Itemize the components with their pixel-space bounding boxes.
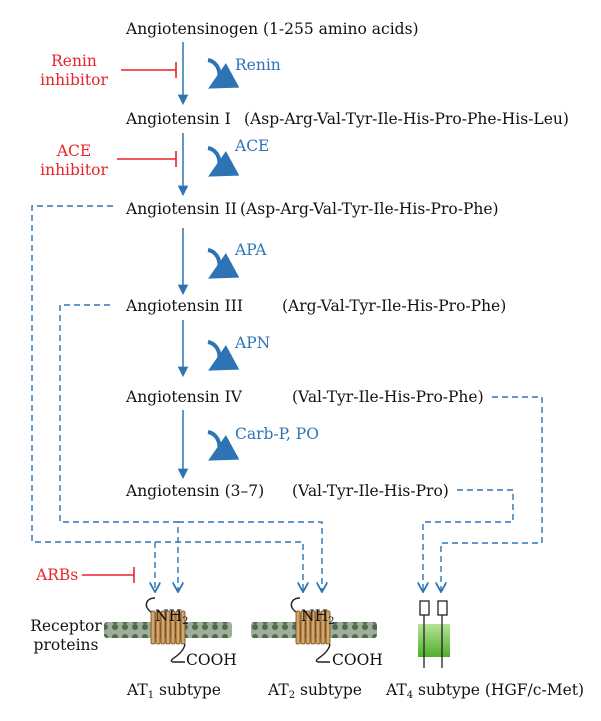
angiotensin-ii-label: Angiotensin II (126, 200, 237, 218)
enzyme-renin-label: Renin (235, 56, 281, 74)
receptor-proteins-line2: proteins (33, 636, 99, 654)
enzyme-ace-label: ACE (235, 137, 270, 155)
ace-inhibitor-bar (117, 151, 177, 167)
at2-receptor-icon (251, 597, 377, 663)
angiotensin-iv-sequence: (Val-Tyr-Ile-His-Pro-Phe) (292, 388, 484, 406)
dashed-ang37-to-at4 (423, 489, 514, 592)
ace-inhibitor-label-line2: inhibitor (40, 161, 108, 179)
angiotensin-3-7-label: Angiotensin (3–7) (126, 482, 265, 500)
curved-arrow-ace-icon (207, 146, 240, 177)
dashed-ang3-to-receptors (59, 304, 322, 592)
arbs-bar (82, 567, 135, 583)
angiotensin-i-sequence: (Asp-Arg-Val-Tyr-Ile-His-Pro-Phe-His-Leu… (244, 110, 569, 128)
receptor-proteins-line1: Receptor (30, 617, 102, 635)
at1-receptor-icon (104, 597, 232, 663)
enzyme-carb-p-po-label: Carb-P, PO (235, 425, 319, 443)
angiotensin-iii-sequence: (Arg-Val-Tyr-Ile-His-Pro-Phe) (282, 297, 507, 315)
enzyme-apa-label: APA (235, 241, 267, 259)
at1-nh2-label: NH2 (155, 607, 189, 627)
angiotensin-i-label: Angiotensin I (126, 110, 231, 128)
curved-arrow-carb-icon (207, 430, 240, 461)
angiotensinogen-label: Angiotensinogen (1-255 amino acids) (126, 20, 419, 38)
angiotensin-3-7-sequence: (Val-Tyr-Ile-His-Pro) (292, 482, 449, 500)
at2-nh2-label: NH2 (301, 607, 335, 627)
curved-arrow-apn-icon (207, 340, 240, 371)
dashed-ang4-to-at4 (441, 396, 543, 592)
curved-arrow-renin-icon (207, 58, 240, 89)
at2-cooh-label: COOH (332, 651, 383, 669)
at1-cooh-label: COOH (186, 651, 237, 669)
at4-subtype-label: AT4 subtype (HGF/c-Met) (386, 681, 585, 701)
enzyme-apn-label: APN (235, 334, 271, 352)
at4-receptor-icon (418, 600, 450, 668)
ace-inhibitor-label-line1: ACE (56, 142, 92, 160)
renin-inhibitor-label-line2: inhibitor (40, 71, 108, 89)
renin-inhibitor-label-line1: Renin (51, 52, 97, 70)
dashed-ang2-to-receptors (31, 205, 303, 592)
angiotensin-iv-label: Angiotensin IV (126, 388, 242, 406)
at2-subtype-label: AT2 subtype (268, 681, 362, 701)
at1-subtype-label: AT1 subtype (127, 681, 221, 701)
renin-inhibitor-bar (121, 62, 177, 78)
angiotensin-ii-sequence: (Asp-Arg-Val-Tyr-Ile-His-Pro-Phe) (240, 200, 499, 218)
angiotensin-iii-label: Angiotensin III (126, 297, 243, 315)
arbs-label: ARBs (36, 566, 79, 584)
curved-arrow-apa-icon (207, 248, 240, 279)
